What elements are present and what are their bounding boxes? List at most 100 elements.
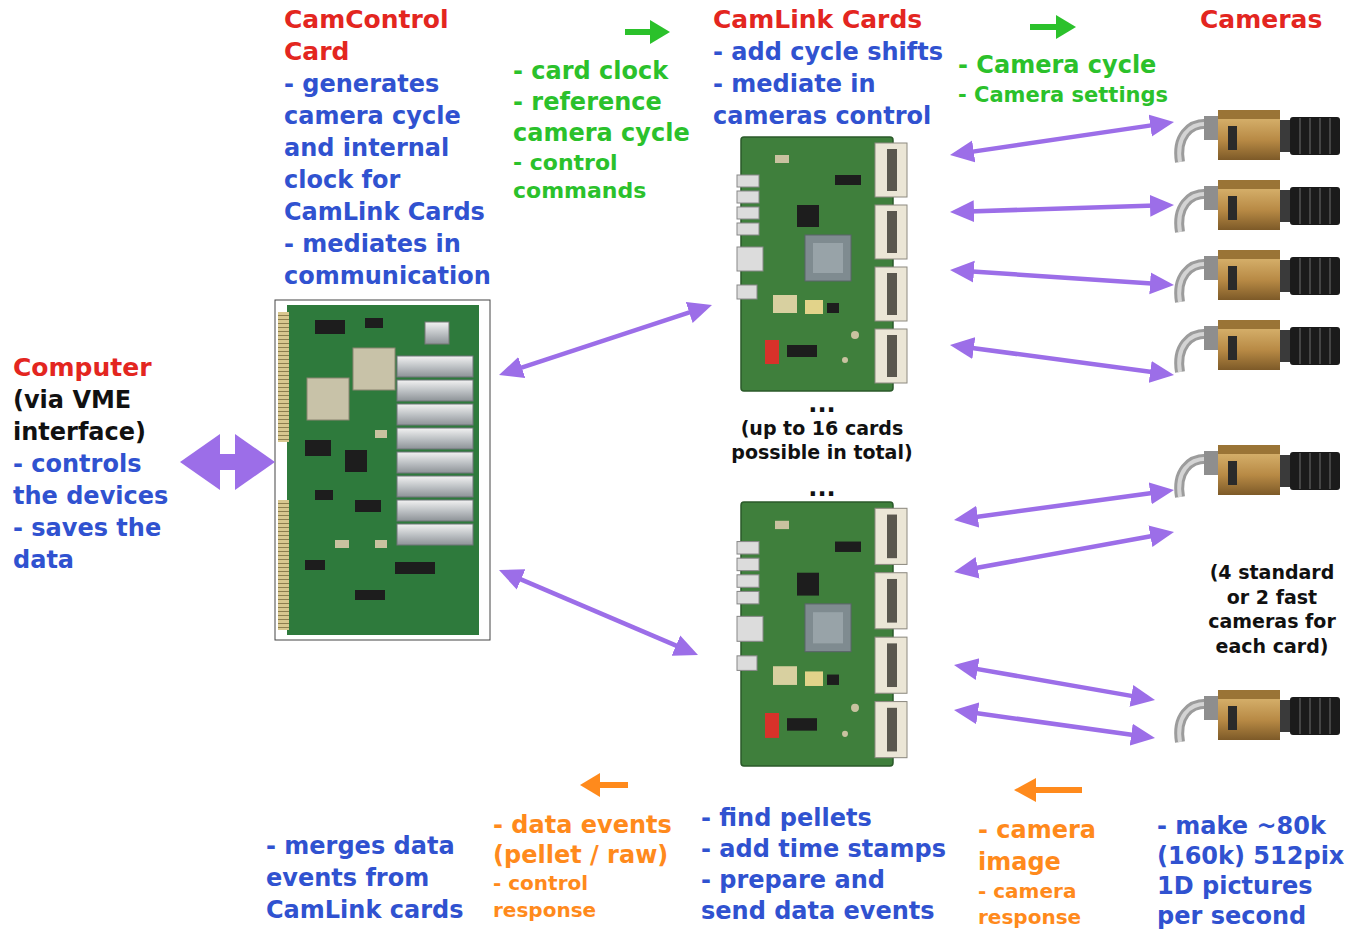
signal-label: - card clock — [513, 56, 721, 87]
camcontrol-photo — [275, 300, 490, 640]
note-label: (4 standard or 2 fast cameras for each c… — [1202, 560, 1342, 658]
camera — [1174, 246, 1344, 308]
node-text: - make ~80k (160k) 512pix 1D pictures pe… — [1157, 811, 1355, 931]
camcontrol-photo — [375, 430, 387, 438]
camera: Cameras — [1174, 4, 1344, 168]
camcontrol-photo — [278, 500, 289, 630]
camcontrol-photo — [355, 590, 385, 600]
camlink-photo — [735, 135, 910, 393]
flow-arrow-orange — [580, 773, 1082, 802]
camcontrol-card: CamControl Card- generates camera cycle … — [275, 4, 499, 640]
camcontrol-photo — [397, 356, 473, 377]
ellipsis-mark: ... — [722, 390, 922, 418]
camera — [1174, 176, 1344, 238]
link-arrow — [961, 271, 1163, 285]
camcontrol-photo — [315, 320, 345, 334]
computer-block: Computer(via VME interface)- controls th… — [10, 352, 180, 578]
camcontrol-photo — [275, 300, 490, 640]
note-label: (up to 16 cards possible in total) — [722, 416, 922, 464]
link-arrow — [965, 534, 1163, 570]
camcontrol-photo — [355, 500, 381, 512]
node-heading: Cameras — [1200, 4, 1344, 36]
link-arrow — [965, 667, 1144, 698]
bus-arrow — [200, 454, 255, 470]
camcontrol-photo — [287, 305, 479, 635]
camera-photo — [1179, 690, 1340, 742]
node-text: - generates camera cycle and internal cl… — [284, 68, 499, 228]
signal-label: - control response — [493, 870, 683, 924]
node-text: - add cycle shifts — [713, 36, 950, 68]
camcontrol-photo — [375, 540, 387, 548]
camera-photo — [1179, 320, 1340, 372]
signal-label: - data events (pellet / raw) — [493, 810, 683, 870]
node-text: - controls the devices — [13, 448, 180, 512]
camera-photo — [1179, 110, 1340, 162]
flow-arrow-orange — [580, 773, 600, 797]
node-text: - find pellets — [701, 803, 954, 834]
camera-photo — [1179, 445, 1340, 497]
camcontrol-photo — [365, 318, 383, 328]
signal-label: - control commands — [513, 149, 721, 205]
camcontrol-photo — [397, 404, 473, 425]
node-text: - saves the data — [13, 512, 180, 576]
signal-label: - reference camera cycle — [513, 87, 721, 149]
camcontrol-photo — [395, 562, 435, 574]
camlink-card: - find pellets- add time stamps- prepare… — [698, 498, 954, 929]
camera — [1174, 316, 1344, 378]
camera-photo — [1179, 180, 1340, 232]
link-arrow — [965, 712, 1144, 737]
flow-arrow-green — [1056, 15, 1076, 39]
flow-arrow-green — [1030, 24, 1058, 30]
camcontrol-photo — [345, 450, 367, 472]
camcontrol-photo — [305, 560, 325, 570]
link-arrow — [509, 308, 701, 371]
camcontrol-photo — [315, 490, 333, 500]
link-arrow — [509, 574, 688, 650]
camcontrol-photo — [397, 356, 473, 545]
node-heading: Computer — [13, 352, 180, 384]
signal-label: - Camera settings — [958, 82, 1172, 108]
signal-label: - Camera cycle — [958, 50, 1172, 80]
camcontrol-photo — [335, 540, 349, 548]
node-text: - prepare and send data events — [701, 865, 954, 927]
camcontrol-photo — [305, 440, 331, 456]
node-heading: CamControl Card — [284, 4, 499, 68]
camera: - make ~80k (160k) 512pix 1D pictures pe… — [1155, 686, 1355, 931]
signal-label: - camera response — [978, 878, 1128, 930]
flow-arrow-orange — [1014, 778, 1036, 802]
camera — [1174, 440, 1344, 540]
camera-photo — [1179, 250, 1340, 302]
camcontrol-photo — [397, 524, 473, 545]
link-arrow — [961, 124, 1163, 154]
camcontrol-photo — [397, 380, 473, 401]
node-text: - add time stamps — [701, 834, 954, 865]
description-label: - merges data events from CamLink cards — [266, 830, 471, 926]
camcontrol-photo — [278, 312, 289, 442]
camcontrol-photo — [307, 378, 349, 420]
camcontrol-photo — [397, 428, 473, 449]
link-arrow — [961, 205, 1163, 211]
camcontrol-photo — [397, 500, 473, 521]
signal-label: - camera image — [978, 814, 1128, 878]
node-text: - mediate in cameras control — [713, 68, 950, 132]
node-text: - mediates in communication — [284, 228, 499, 292]
camcontrol-photo — [397, 452, 473, 473]
camcontrol-photo — [335, 430, 387, 548]
camcontrol-photo — [425, 322, 449, 344]
ellipsis-mark: ... — [722, 474, 922, 502]
node-subheading: (via VME interface) — [13, 384, 180, 448]
camlink-card: CamLink Cards- add cycle shifts- mediate… — [712, 4, 950, 390]
node-heading: CamLink Cards — [713, 4, 950, 36]
camcontrol-photo — [353, 348, 395, 390]
camcontrol-photo — [397, 476, 473, 497]
camlink-photo — [735, 500, 910, 768]
link-arrow — [961, 346, 1163, 373]
flow-arrow-green — [625, 29, 652, 35]
camcontrol-photo — [305, 318, 435, 600]
link-arrow — [965, 491, 1163, 518]
flow-arrow-orange — [1034, 787, 1082, 793]
flow-arrow-green — [650, 20, 670, 44]
flow-arrow-orange — [598, 782, 628, 788]
